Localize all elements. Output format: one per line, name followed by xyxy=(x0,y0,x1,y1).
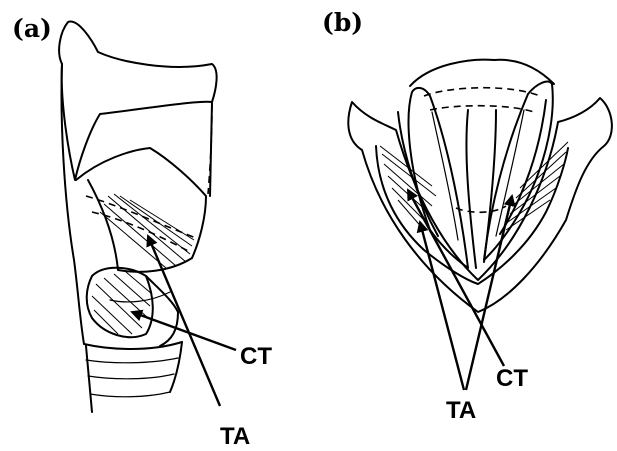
panel-a: (a) xyxy=(12,14,272,450)
panel-b-label: (b) xyxy=(322,8,363,37)
ta-arrow-b xyxy=(420,222,464,390)
panel-b: (b) xyxy=(322,8,612,424)
ct-right-hatching xyxy=(506,142,568,230)
callout-ct-b: CT xyxy=(496,365,528,392)
larynx-superior-view xyxy=(348,60,612,312)
ta-muscle-hatching xyxy=(92,272,152,334)
larynx-lateral-view xyxy=(59,22,217,412)
callout-ta: TA xyxy=(220,423,250,450)
callout-ta-b: TA xyxy=(446,397,476,424)
panel-a-label: (a) xyxy=(12,14,52,43)
callout-ct: CT xyxy=(240,343,272,370)
